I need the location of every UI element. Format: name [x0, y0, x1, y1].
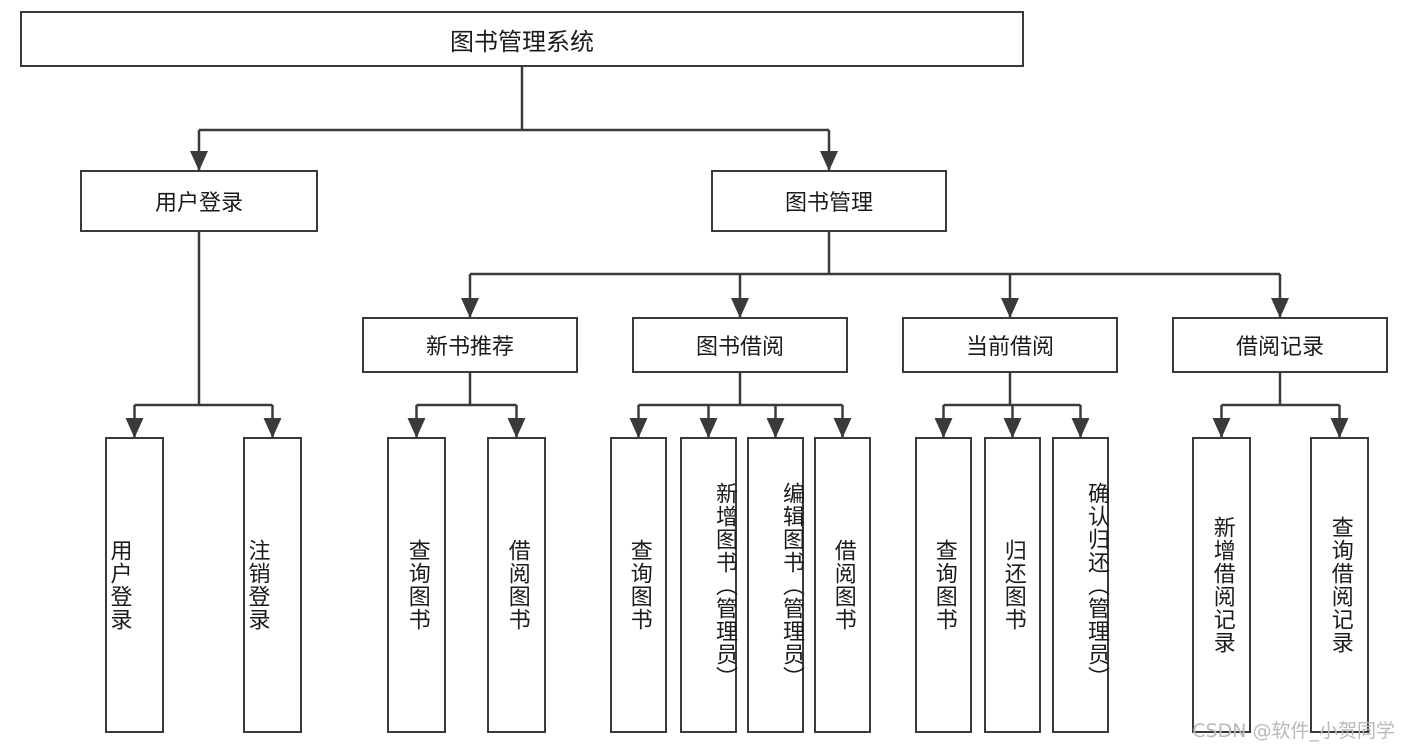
node-label: 借阅图书 — [830, 539, 856, 631]
arrowhead-icon — [507, 418, 526, 438]
node-leaf-query-book-1[interactable]: 查询图书 — [387, 437, 446, 733]
arrowhead-icon — [1001, 298, 1019, 318]
node-label: 归还图书 — [1000, 539, 1026, 631]
arrowhead-icon — [125, 418, 144, 438]
arrowhead-icon — [263, 418, 282, 438]
node-leaf-borrow-book-2[interactable]: 借阅图书 — [814, 437, 871, 733]
watermark-label: CSDN @软件_小贺同学 — [1192, 720, 1395, 742]
node-leaf-confirm-return[interactable]: 确认归还（管理员） — [1052, 437, 1109, 733]
node-label: 确认归还（管理员） — [1084, 481, 1109, 689]
node-label: 用户登录 — [154, 191, 243, 216]
arrowhead-icon — [1271, 298, 1289, 318]
node-user-login[interactable]: 用户登录 — [80, 170, 318, 232]
node-label: 新增借阅记录 — [1209, 516, 1235, 654]
arrowhead-icon — [190, 151, 208, 171]
node-label: 当前借阅 — [965, 335, 1054, 360]
node-book-borrow[interactable]: 图书借阅 — [632, 317, 848, 373]
node-label: 新增图书（管理员） — [712, 481, 737, 689]
node-label: 新书推荐 — [425, 335, 514, 360]
arrowhead-icon — [731, 298, 749, 318]
arrowhead-icon — [1003, 418, 1022, 438]
arrowhead-icon — [407, 418, 426, 438]
node-leaf-query-book-3[interactable]: 查询图书 — [915, 437, 972, 733]
node-leaf-return-book[interactable]: 归还图书 — [984, 437, 1041, 733]
node-leaf-query-record[interactable]: 查询借阅记录 — [1310, 437, 1369, 733]
node-label: 图书管理系统 — [450, 27, 594, 56]
arrowhead-icon — [1330, 418, 1349, 438]
node-leaf-query-book-2[interactable]: 查询图书 — [610, 437, 667, 733]
arrowhead-icon — [833, 418, 852, 438]
node-label: 查询图书 — [931, 539, 957, 631]
arrowhead-icon — [1212, 418, 1231, 438]
arrowhead-icon — [1071, 418, 1090, 438]
node-label: 图书管理 — [784, 191, 873, 216]
node-label: 借阅图书 — [504, 539, 530, 631]
node-label: 编辑图书（管理员） — [779, 481, 804, 689]
arrowhead-icon — [934, 418, 953, 438]
node-leaf-user-login[interactable]: 用户登录 — [105, 437, 164, 733]
node-leaf-edit-book[interactable]: 编辑图书（管理员） — [747, 437, 804, 733]
arrowhead-icon — [699, 418, 718, 438]
node-label: 查询图书 — [626, 539, 652, 631]
node-leaf-borrow-book-1[interactable]: 借阅图书 — [487, 437, 546, 733]
node-leaf-add-book[interactable]: 新增图书（管理员） — [680, 437, 737, 733]
node-new-book-recommend[interactable]: 新书推荐 — [362, 317, 578, 373]
node-book-manage[interactable]: 图书管理 — [711, 170, 947, 232]
node-leaf-add-record[interactable]: 新增借阅记录 — [1192, 437, 1251, 733]
arrowhead-icon — [629, 418, 648, 438]
node-label: 借阅记录 — [1235, 335, 1324, 360]
node-borrow-record[interactable]: 借阅记录 — [1172, 317, 1388, 373]
arrowhead-icon — [820, 151, 838, 171]
node-label: 图书借阅 — [695, 335, 784, 360]
node-leaf-logout[interactable]: 注销登录 — [243, 437, 302, 733]
node-label: 查询借阅记录 — [1327, 516, 1353, 654]
node-label: 查询图书 — [404, 539, 430, 631]
node-current-borrow[interactable]: 当前借阅 — [902, 317, 1118, 373]
node-label: 用户登录 — [106, 539, 132, 631]
node-label: 注销登录 — [244, 539, 270, 631]
node-root[interactable]: 图书管理系统 — [20, 11, 1024, 67]
arrowhead-icon — [461, 298, 479, 318]
arrowhead-icon — [766, 418, 785, 438]
